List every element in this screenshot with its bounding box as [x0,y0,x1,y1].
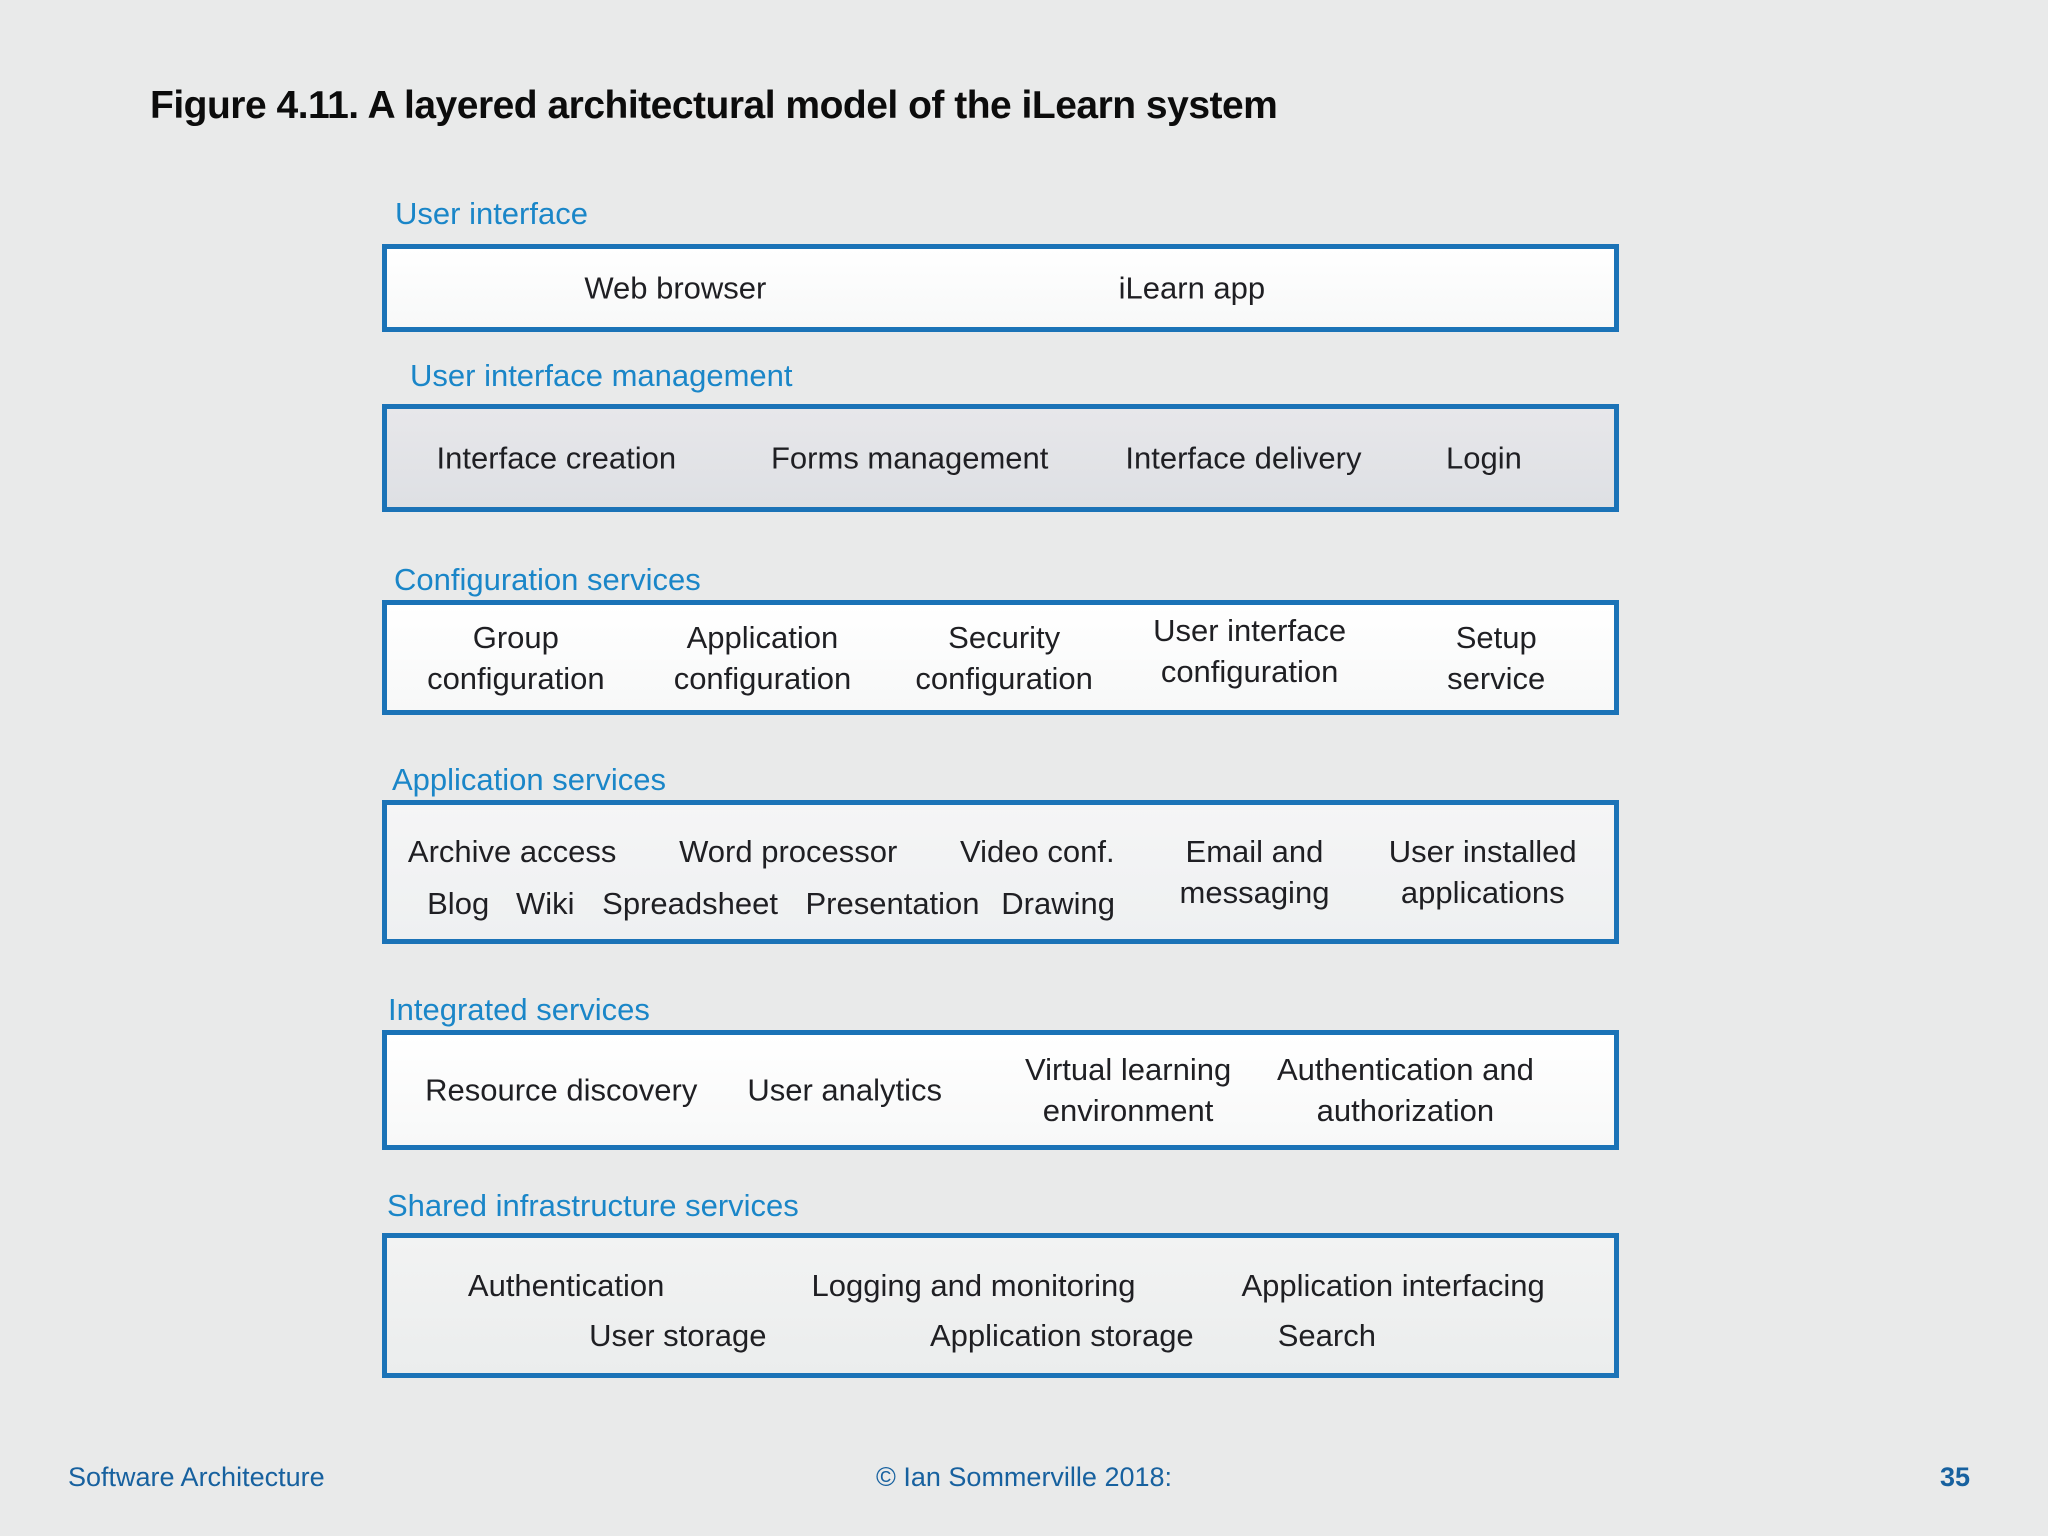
service-item: User storage [589,1318,767,1353]
service-item: Authentication and authorization [1277,1052,1534,1128]
service-item: Virtual learning environment [1024,1052,1232,1128]
service-item: Logging and monitoring [811,1268,1136,1303]
service-item: Group configuration [427,619,605,696]
service-item: User analytics [747,1072,942,1108]
service-item: Video conf. [960,834,1115,869]
service-item: User installed applications [1388,834,1577,910]
service-item: Word processor [679,834,898,869]
layer-label-shared-infrastructure-services: Shared infrastructure services [387,1188,799,1223]
service-item: Application interfacing [1241,1268,1545,1303]
service-item: Forms management [770,440,1049,476]
service-item: Archive access [407,834,617,869]
integrated-services-box: Resource discovery User analytics Virtua… [382,1030,1619,1150]
service-item: Web browser [584,270,767,306]
service-item: Wiki [516,886,575,921]
service-item: Blog [427,886,490,921]
user-interface-box: Web browser iLearn app [382,244,1619,332]
user-interface-management-box: Interface creation Forms management Inte… [382,404,1619,512]
application-services-box: Archive access Word processor Video conf… [382,800,1619,944]
figure-title: Figure 4.11. A layered architectural mod… [150,84,1278,127]
shared-infrastructure-services-box: Authentication Logging and monitoring Ap… [382,1233,1619,1378]
service-item: Security configuration [915,619,1093,696]
layer-label-application-services: Application services [392,762,666,797]
footer-copyright: © Ian Sommerville 2018: [875,1462,1173,1492]
service-item: Setup service [1447,619,1546,696]
layer-label-configuration-services: Configuration services [394,562,701,597]
service-item: Authentication [467,1268,665,1303]
service-item: Login [1446,440,1522,476]
layer-label-integrated-services: Integrated services [388,992,650,1027]
footer-course-title: Software Architecture [68,1462,325,1492]
service-item: Presentation [805,886,980,921]
service-item: Interface creation [436,440,677,476]
service-item: Spreadsheet [602,886,778,921]
service-item: Email and messaging [1179,834,1330,910]
service-item: Search [1277,1318,1376,1353]
layer-label-user-interface: User interface [395,196,588,231]
service-item: iLearn app [1118,270,1266,306]
service-item: Interface delivery [1125,440,1362,476]
service-item: Drawing [1001,886,1116,921]
footer-page-number: 35 [1939,1462,1970,1492]
service-item: User interface configuration [1153,612,1347,689]
service-item: Resource discovery [425,1072,698,1108]
configuration-services-box: Group configuration Application configur… [382,600,1619,715]
service-item: Application configuration [673,619,852,696]
layer-label-user-interface-management: User interface management [410,358,793,393]
service-item: Application storage [930,1318,1194,1353]
